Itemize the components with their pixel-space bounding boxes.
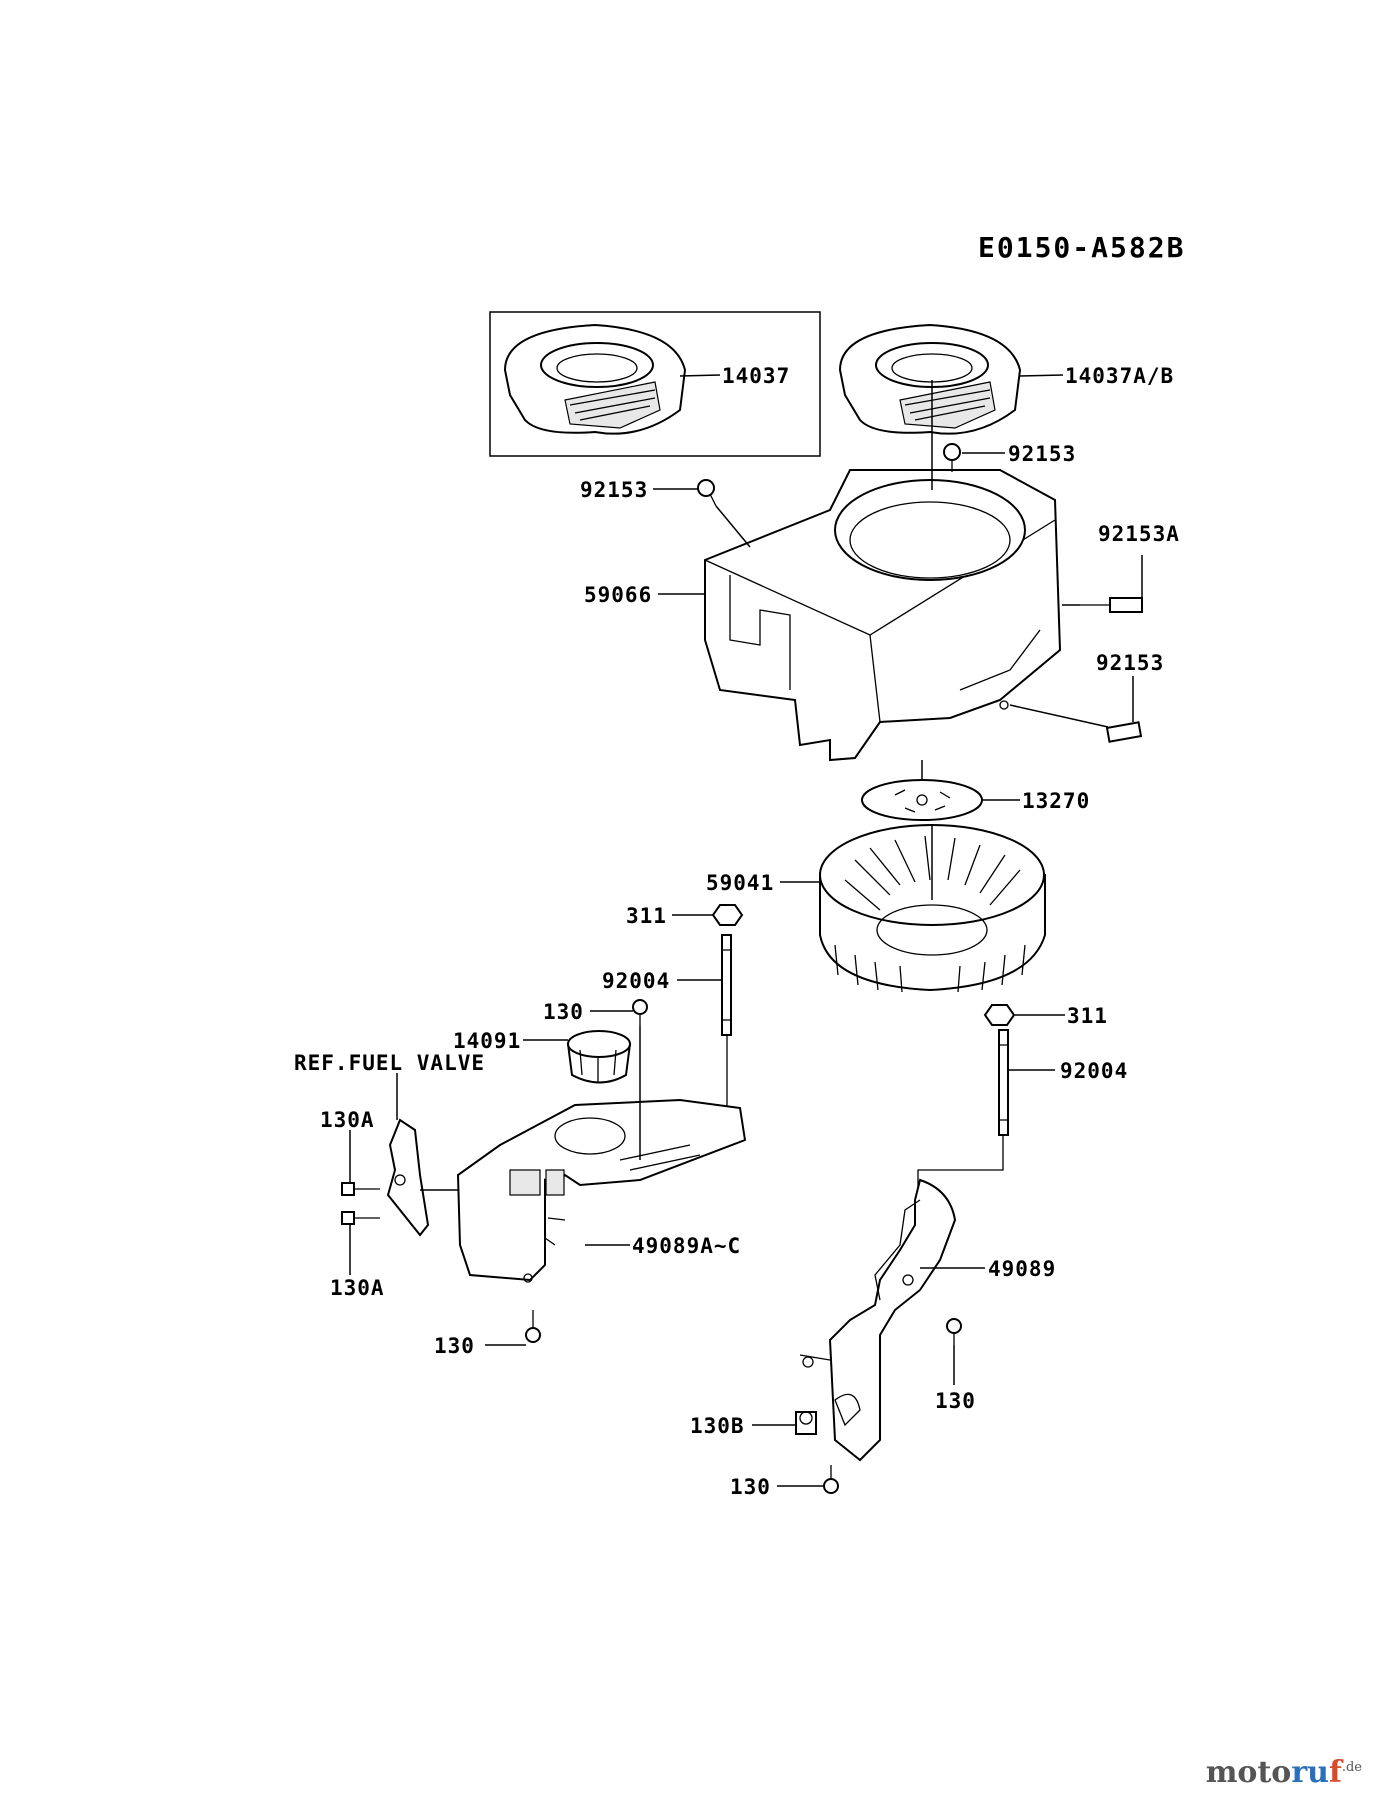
label-92153-left[interactable]: 92153 bbox=[580, 478, 648, 502]
stud-92004-right[interactable] bbox=[917, 1029, 1009, 1188]
label-311-left[interactable]: 311 bbox=[626, 904, 667, 928]
label-59041[interactable]: 59041 bbox=[706, 871, 774, 895]
label-130-lower-left[interactable]: 130 bbox=[434, 1334, 475, 1358]
label-14037ab[interactable]: 14037A/B bbox=[1065, 364, 1174, 388]
label-ref-fuel-valve[interactable]: REF.FUEL VALVE bbox=[294, 1051, 485, 1075]
label-130b[interactable]: 130B bbox=[690, 1414, 745, 1438]
label-49089ac[interactable]: 49089A~C bbox=[632, 1234, 741, 1258]
shroud-49089ac[interactable] bbox=[456, 1098, 747, 1283]
optional-part-frame bbox=[489, 311, 821, 457]
duct-14091[interactable] bbox=[566, 1030, 632, 1084]
fan-screen-14037ab[interactable] bbox=[838, 323, 1022, 435]
label-92004-left[interactable]: 92004 bbox=[602, 969, 670, 993]
bolt-130b[interactable] bbox=[795, 1411, 817, 1435]
screw-130-lower-left[interactable] bbox=[525, 1310, 541, 1343]
fan-housing-59066[interactable] bbox=[704, 469, 1062, 762]
fuel-valve-bracket bbox=[386, 1118, 430, 1237]
screw-92153-left[interactable] bbox=[697, 479, 717, 507]
shroud-49089[interactable] bbox=[799, 1178, 957, 1462]
label-130-right[interactable]: 130 bbox=[935, 1389, 976, 1413]
bolt-92153a[interactable] bbox=[1080, 597, 1143, 613]
stud-92004-left[interactable] bbox=[721, 934, 732, 1120]
label-92153a[interactable]: 92153A bbox=[1098, 522, 1180, 546]
screw-130-bottom[interactable] bbox=[823, 1465, 839, 1494]
label-130a-upper[interactable]: 130A bbox=[320, 1108, 375, 1132]
screw-130-upper[interactable] bbox=[632, 999, 648, 1026]
bolt-92153-right[interactable] bbox=[1105, 721, 1143, 743]
nut-311-left[interactable] bbox=[711, 904, 744, 926]
diagram-code: E0150-A582B bbox=[978, 231, 1185, 264]
label-92153-top[interactable]: 92153 bbox=[1008, 442, 1076, 466]
label-49089[interactable]: 49089 bbox=[988, 1257, 1056, 1281]
label-14037[interactable]: 14037 bbox=[722, 364, 790, 388]
nut-311-right[interactable] bbox=[983, 1004, 1016, 1026]
bolt-130a-upper[interactable] bbox=[341, 1182, 380, 1196]
screw-92153-top[interactable] bbox=[943, 443, 961, 472]
label-130a-lower[interactable]: 130A bbox=[330, 1276, 385, 1300]
label-130-bottom[interactable]: 130 bbox=[730, 1475, 771, 1499]
label-92153-right[interactable]: 92153 bbox=[1096, 651, 1164, 675]
label-130-upper[interactable]: 130 bbox=[543, 1000, 584, 1024]
bolt-130a-lower[interactable] bbox=[341, 1211, 380, 1225]
leader-lines bbox=[349, 374, 1143, 1487]
label-13270[interactable]: 13270 bbox=[1022, 789, 1090, 813]
label-311-right[interactable]: 311 bbox=[1067, 1004, 1108, 1028]
watermark-logo: motoruf.de bbox=[1205, 1755, 1362, 1790]
screw-130-right[interactable] bbox=[946, 1318, 962, 1345]
label-14091[interactable]: 14091 bbox=[453, 1029, 521, 1053]
fan-screen-14037[interactable] bbox=[503, 323, 687, 435]
plate-13270[interactable] bbox=[861, 779, 983, 821]
label-92004-right[interactable]: 92004 bbox=[1060, 1059, 1128, 1083]
label-59066[interactable]: 59066 bbox=[584, 583, 652, 607]
